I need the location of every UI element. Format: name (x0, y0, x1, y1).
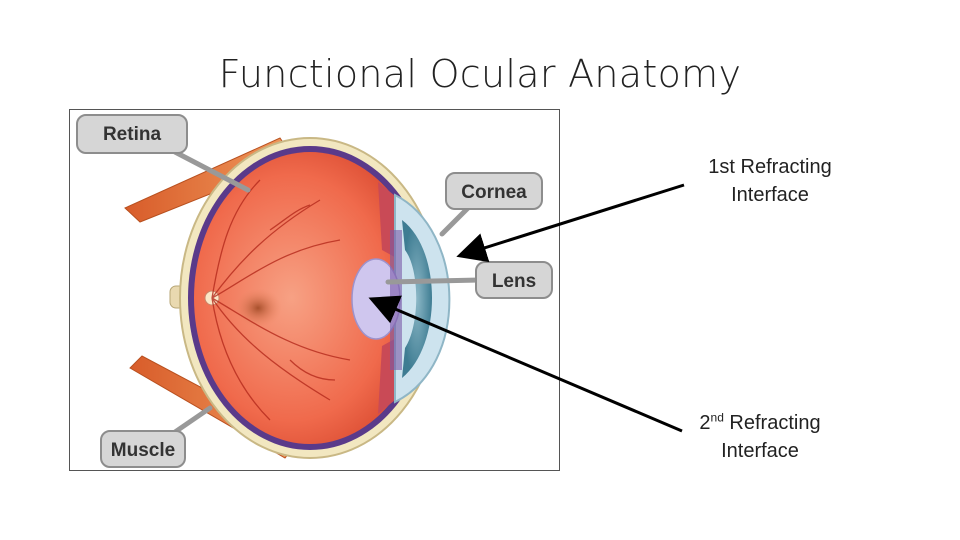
cornea-label-text: Cornea (461, 182, 527, 203)
cornea-leader (439, 203, 473, 237)
callout-2-rest: Refracting (723, 412, 821, 434)
lens-label-text: Lens (492, 271, 536, 292)
lens-label: Lens (475, 261, 553, 299)
muscle-label: Muscle (100, 430, 186, 468)
blood-vessels (211, 179, 351, 421)
callout-2-number: 2 (699, 412, 711, 434)
muscle-label-text: Muscle (111, 440, 175, 461)
callout-1-line-2: Interface (731, 184, 809, 206)
iris (402, 220, 432, 378)
eye-illustration: Retina Cornea Lens Muscle (76, 114, 553, 468)
callout-1-line-1: 1st Refracting (708, 156, 832, 178)
callout-2-ordinal: nd (710, 410, 724, 425)
second-refracting-interface-callout: 2nd Refracting Interface (680, 409, 840, 465)
cornea-label: Cornea (445, 172, 543, 210)
retina-leader (172, 149, 251, 193)
first-refracting-interface-callout: 1st Refracting Interface (690, 153, 850, 209)
slide-title: Functional Ocular Anatomy (218, 52, 742, 96)
second-interface-arrow (368, 295, 683, 433)
retina-label: Retina (76, 114, 188, 154)
retina-label-text: Retina (103, 124, 162, 145)
eye-anatomy-figure: Retina Cornea Lens Muscle (69, 109, 560, 471)
first-interface-arrow (456, 183, 685, 263)
retina-layer (194, 152, 426, 444)
callout-2-line-1: 2nd Refracting (680, 409, 840, 437)
muscle-leader (172, 405, 213, 435)
lens-leader (385, 277, 483, 285)
callout-2-line-2: Interface (721, 440, 799, 462)
